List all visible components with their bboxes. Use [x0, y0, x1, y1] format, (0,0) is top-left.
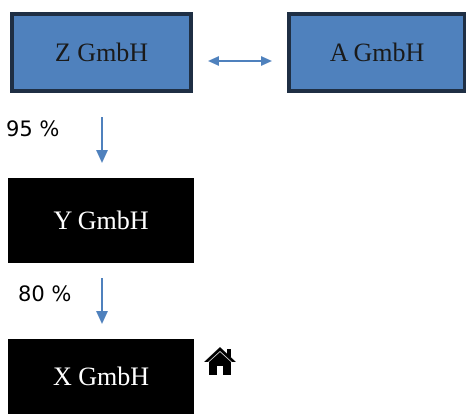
- node-z-label: Z GmbH: [54, 37, 149, 67]
- node-y-label: Y GmbH: [53, 205, 149, 235]
- node-x-label: X GmbH: [52, 361, 150, 391]
- node-z-gmbh: Z GmbH: [10, 12, 193, 93]
- edge-label-z-y: 95 %: [6, 117, 60, 141]
- bidirectional-arrow: [208, 56, 272, 66]
- ownership-arrow-y-x: [96, 278, 108, 324]
- node-x-gmbh: X GmbH: [8, 339, 194, 414]
- node-a-gmbh: A GmbH: [287, 12, 466, 93]
- node-y-gmbh: Y GmbH: [8, 178, 194, 263]
- ownership-arrow-z-y: [96, 117, 108, 163]
- edge-label-y-x: 80 %: [18, 282, 72, 306]
- home-icon: [204, 347, 236, 375]
- node-a-label: A GmbH: [329, 37, 425, 67]
